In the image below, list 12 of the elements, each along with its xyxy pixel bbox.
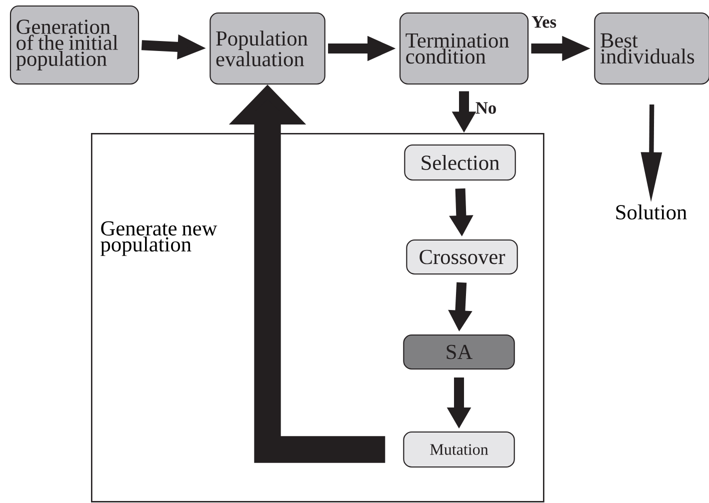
- process-box: Crossover: [406, 239, 518, 275]
- process-box: Best individuals: [594, 12, 709, 85]
- process-box: Termination condition: [399, 12, 529, 85]
- edge-label: Yes: [532, 16, 556, 28]
- frame-heading: Generate new population: [100, 221, 218, 256]
- output-text: Solution: [616, 204, 687, 220]
- process-box: Mutation: [403, 431, 515, 468]
- process-box: Selection: [404, 144, 516, 181]
- edge-label: No: [476, 102, 496, 114]
- process-box: Generation of the initial population: [10, 5, 140, 85]
- process-box: Population evaluation: [210, 12, 326, 85]
- process-box: SA: [403, 334, 515, 370]
